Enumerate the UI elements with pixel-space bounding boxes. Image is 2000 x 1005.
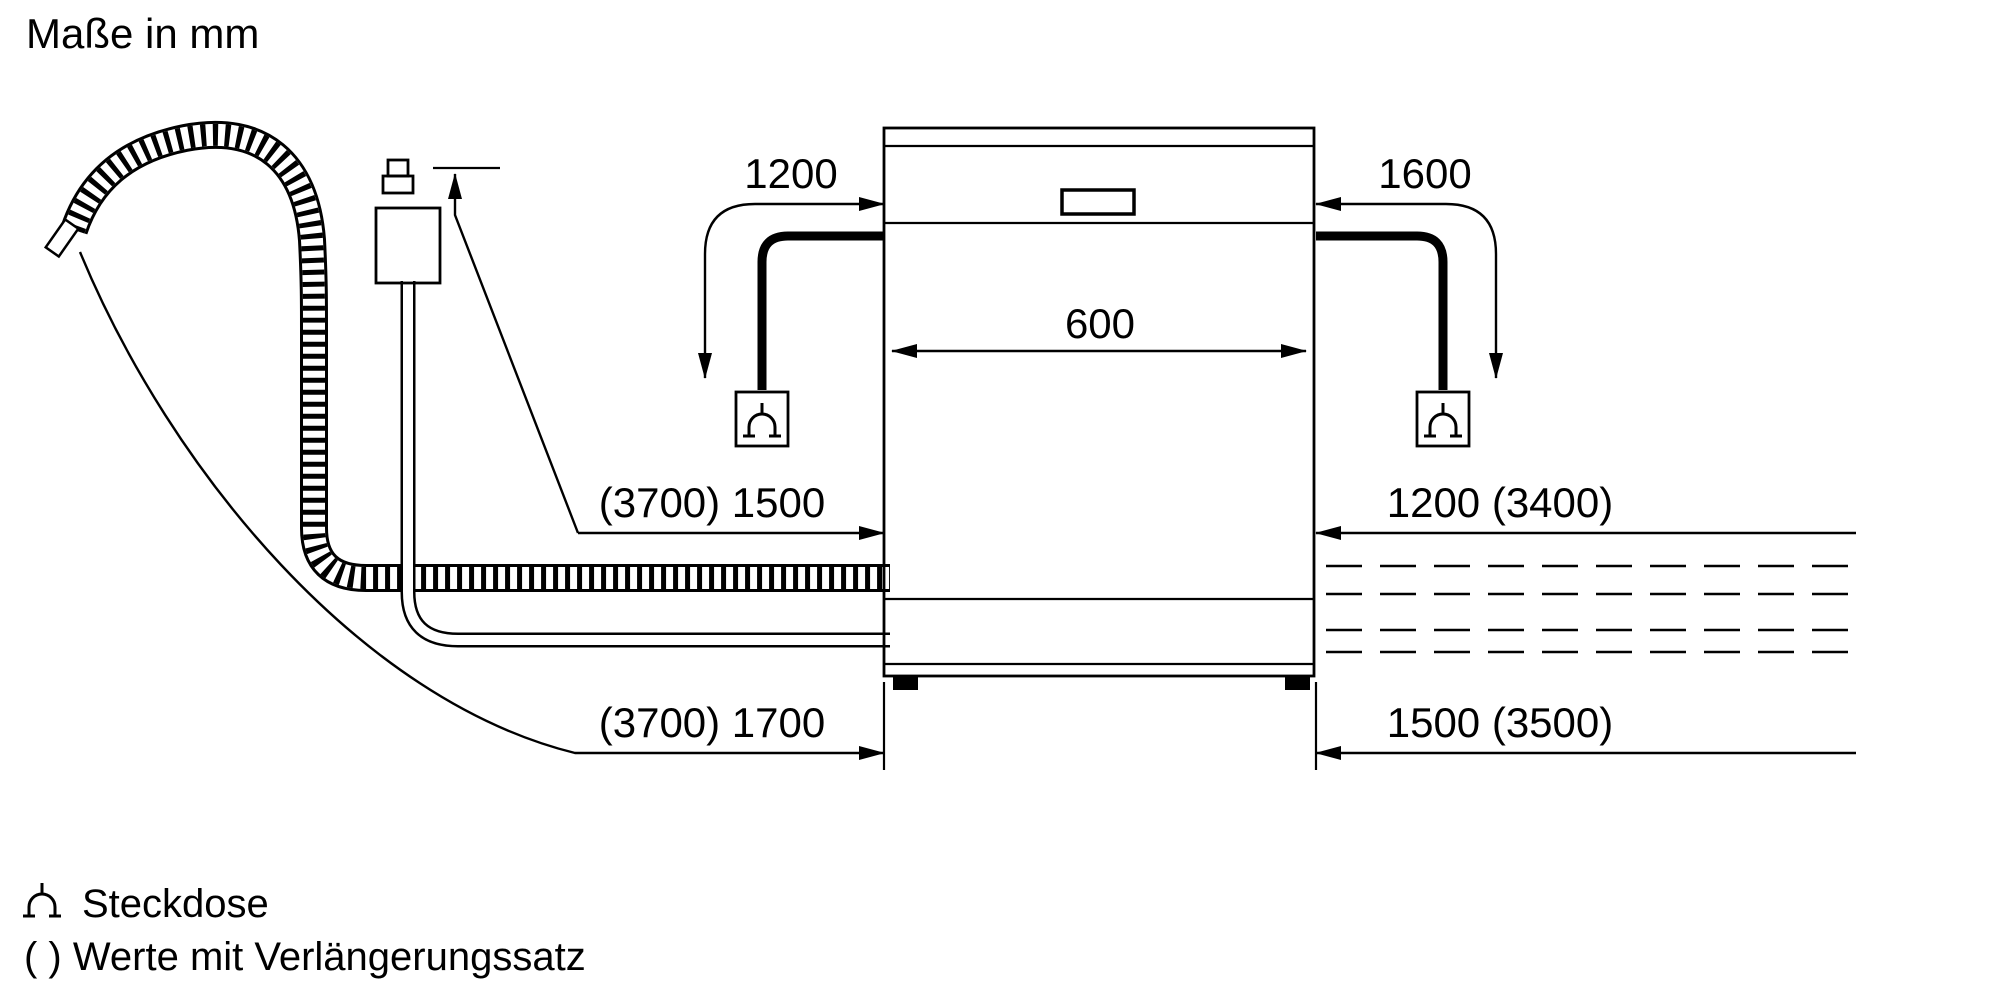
legend-socket-label: Steckdose xyxy=(82,882,269,926)
socket-left-icon xyxy=(734,390,790,448)
dimension-1200: 1200 xyxy=(698,150,885,379)
socket-right-icon xyxy=(1415,390,1471,448)
dimension-right-lower: 1500 (3500) xyxy=(1315,699,1856,760)
page-title: Maße in mm xyxy=(26,10,259,57)
supply-hose xyxy=(400,281,890,648)
dim-label-1600: 1600 xyxy=(1378,150,1471,197)
extension-lines xyxy=(882,682,1318,770)
dimension-600: 600 xyxy=(891,300,1307,358)
aquastop-valve xyxy=(374,158,442,285)
dim-label-drain: (3700) 1700 xyxy=(599,699,826,746)
appliance-feet xyxy=(893,676,1310,690)
dim-label-supply: (3700) 1500 xyxy=(599,479,826,526)
hose-extension-dashed xyxy=(1326,564,1856,654)
drain-hose-cap xyxy=(43,217,81,259)
dishwasher xyxy=(882,126,1316,690)
power-cable-left xyxy=(757,231,884,390)
dimension-supply: (3700) 1500 xyxy=(433,166,885,540)
socket-legend-icon xyxy=(21,881,63,918)
dimension-right-upper: 1200 (3400) xyxy=(1315,479,1856,540)
legend: Steckdose ( ) Werte mit Verlängerungssat… xyxy=(21,881,586,979)
legend-note: ( ) Werte mit Verlängerungssatz xyxy=(24,935,586,979)
dim-label-right-upper: 1200 (3400) xyxy=(1387,479,1614,526)
dimension-drain: (3700) 1700 xyxy=(78,251,885,760)
power-cable-right xyxy=(1316,231,1448,390)
dim-label-600: 600 xyxy=(1065,300,1135,347)
door-handle xyxy=(1060,188,1136,216)
drain-hose xyxy=(43,120,890,592)
dim-label-1200: 1200 xyxy=(744,150,837,197)
dim-label-right-lower: 1500 (3500) xyxy=(1387,699,1614,746)
dimension-1600: 1600 xyxy=(1315,150,1503,379)
